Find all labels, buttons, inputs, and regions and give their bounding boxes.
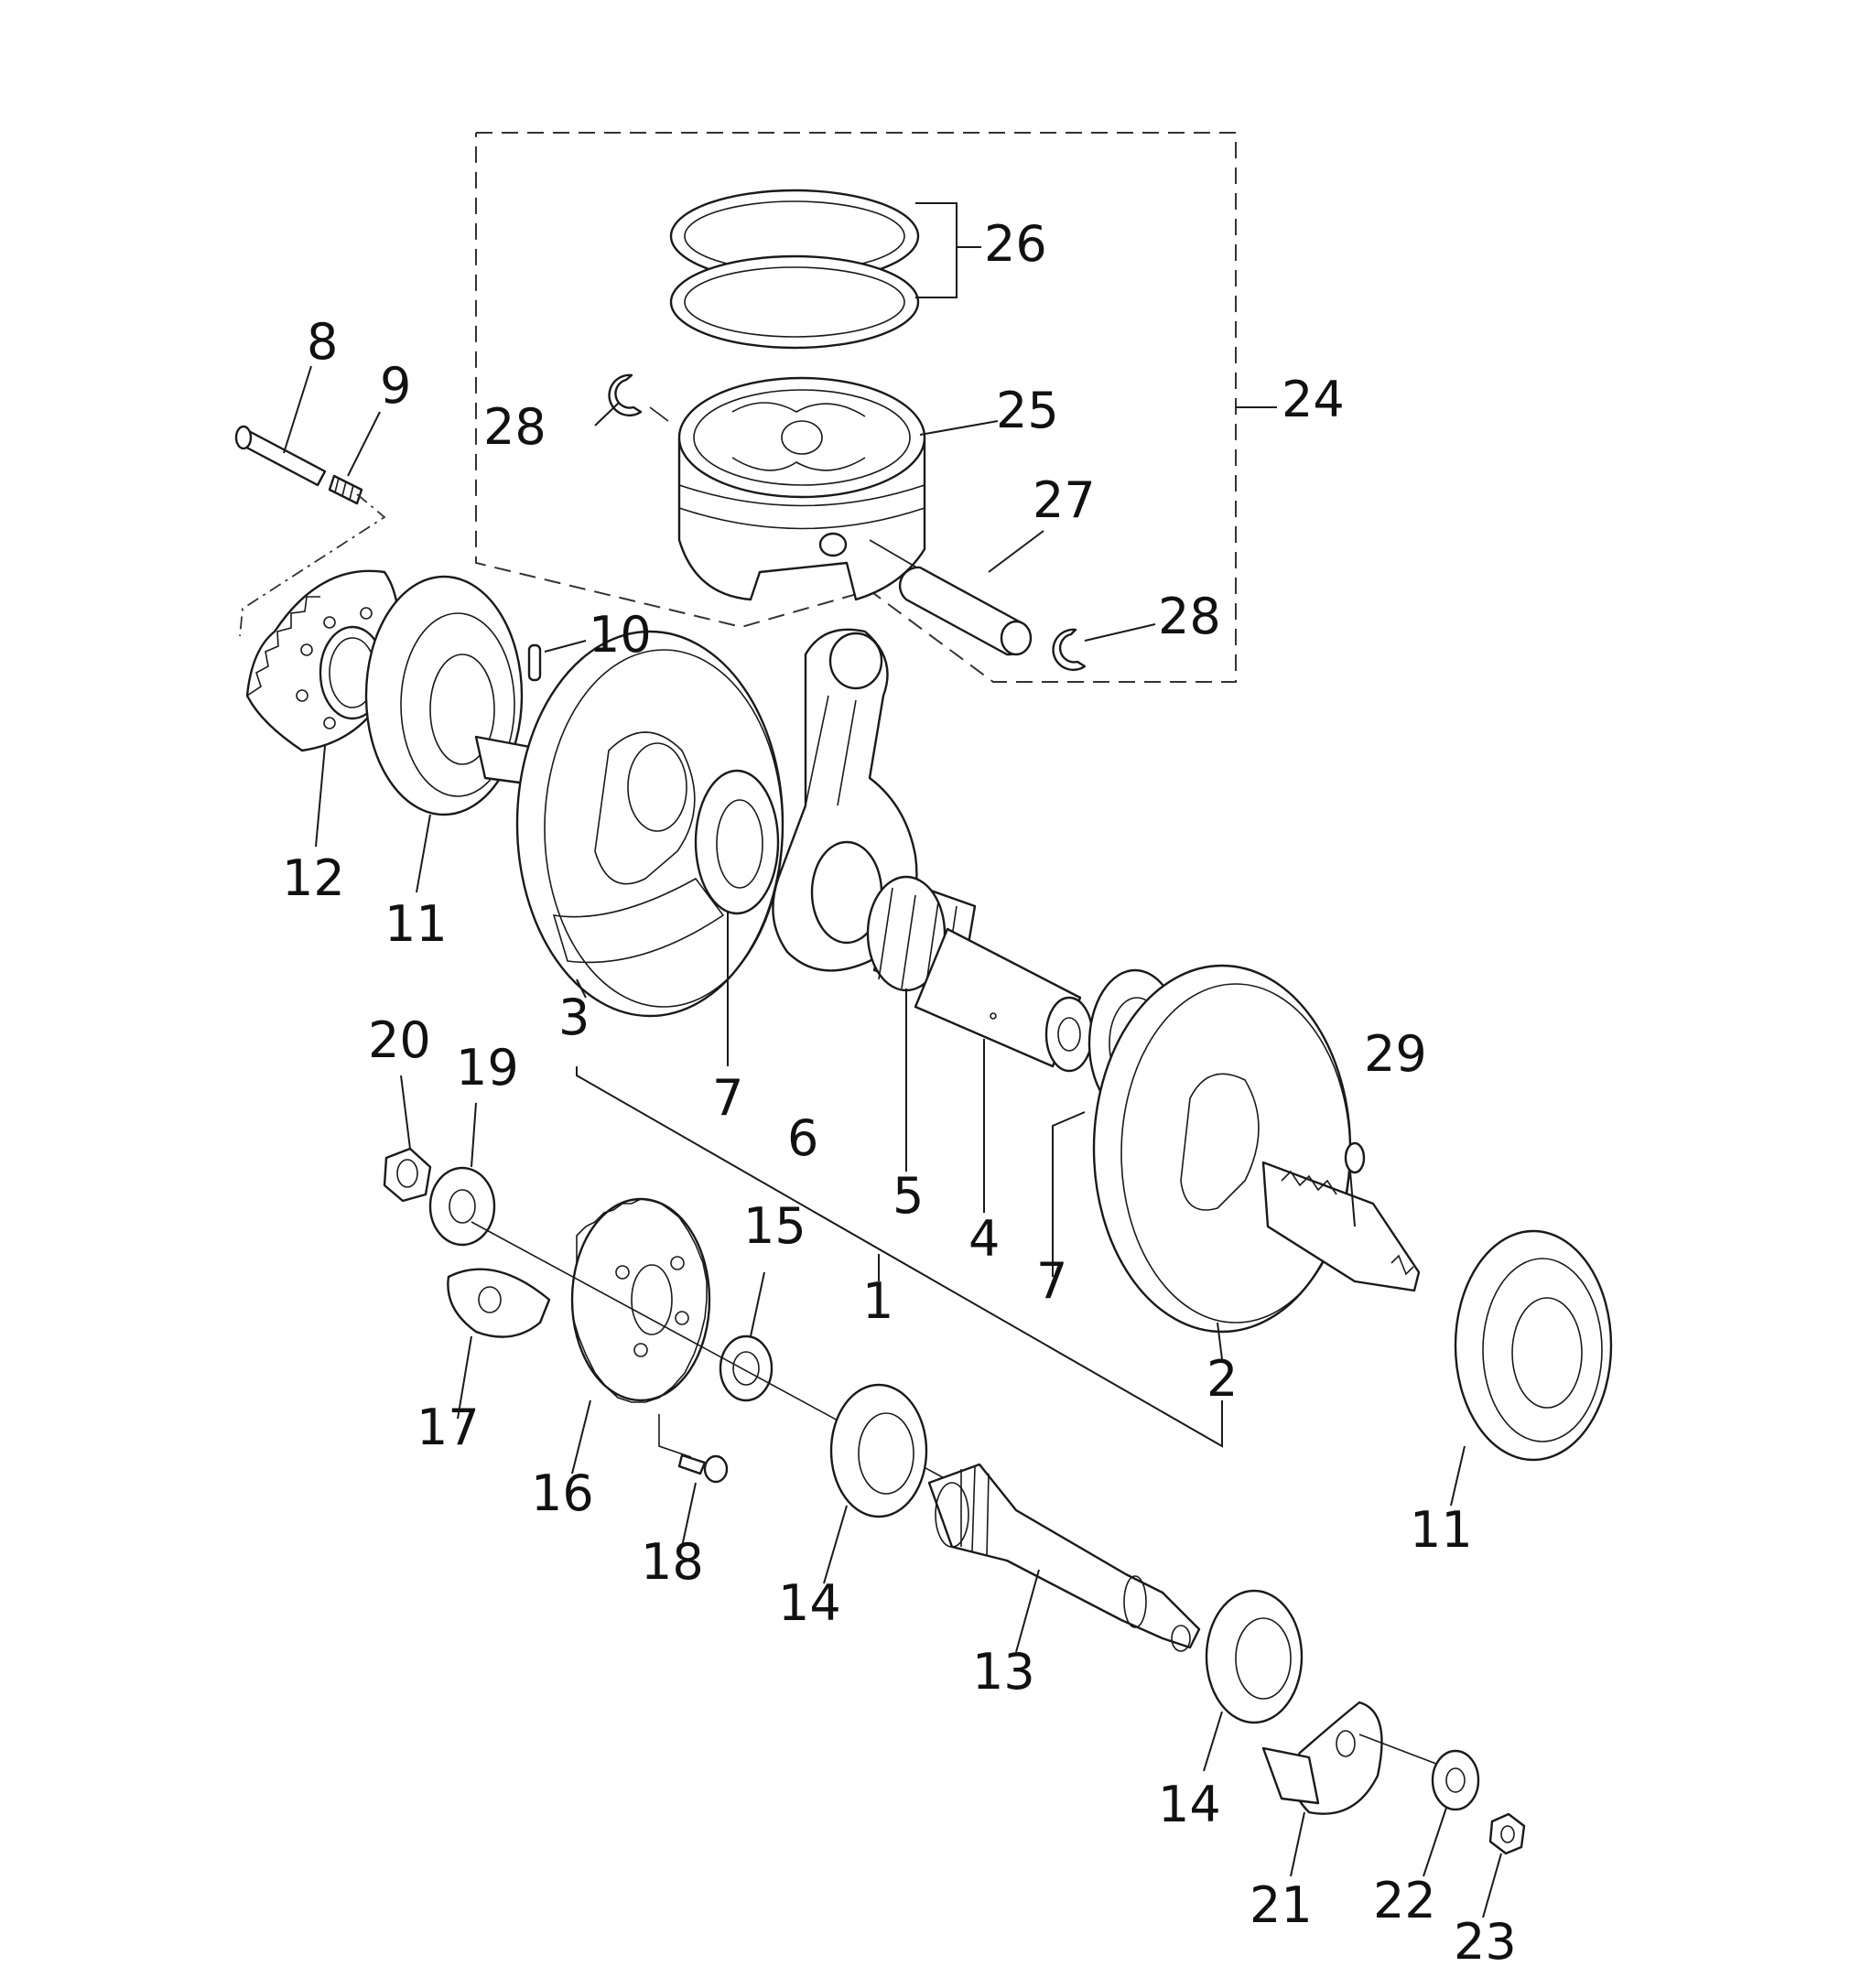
nut-20 [383, 1075, 432, 1203]
callout-8: 8 [307, 313, 338, 371]
key-29 [1344, 1141, 1366, 1227]
balancer-weight-17 [447, 1268, 551, 1420]
callout-11-right: 11 [1410, 1501, 1473, 1559]
callout-17: 17 [417, 1399, 480, 1456]
callout-28-right: 28 [1158, 588, 1221, 645]
callout-12: 12 [282, 849, 345, 907]
callout-26: 26 [984, 215, 1047, 273]
spacer-15 [719, 1271, 774, 1402]
callout-3: 3 [558, 989, 590, 1046]
callout-18: 18 [641, 1533, 704, 1591]
crankshaft-assembly-bracket [576, 1066, 1223, 1448]
washer-7-left [694, 769, 780, 1066]
callout-29: 29 [1364, 1025, 1427, 1083]
callout-11-left: 11 [384, 895, 448, 953]
callout-16: 16 [531, 1464, 594, 1522]
bolt-18 [658, 1414, 729, 1548]
callout-7-left: 7 [712, 1069, 743, 1127]
piston-rings [669, 189, 981, 350]
callout-7-right: 7 [1036, 1252, 1067, 1310]
piston [677, 376, 999, 601]
crank-half-2 [1092, 964, 1421, 1360]
callout-1: 1 [862, 1272, 893, 1330]
callout-15: 15 [743, 1197, 806, 1255]
callout-27: 27 [1033, 471, 1096, 529]
callout-4: 4 [968, 1210, 1000, 1268]
callout-13: 13 [972, 1643, 1035, 1701]
gear-16 [570, 1197, 711, 1475]
callout-6: 6 [787, 1109, 818, 1167]
callout-20: 20 [368, 1011, 431, 1069]
circlip-right [1052, 623, 1156, 671]
callout-labels: 8 9 26 24 28 25 27 28 10 12 11 3 20 19 7… [282, 215, 1517, 1971]
callout-21: 21 [1250, 1876, 1313, 1934]
callout-28-left: 28 [483, 398, 546, 456]
piston-pin [869, 530, 1044, 656]
callout-25: 25 [996, 382, 1059, 439]
circlip-left [594, 373, 669, 427]
callout-19: 19 [456, 1039, 519, 1097]
washer-19 [428, 1102, 496, 1247]
callout-14-right: 14 [1158, 1776, 1221, 1833]
callout-10: 10 [589, 606, 652, 664]
pin-10 [527, 640, 587, 682]
washer-22 [1423, 1749, 1480, 1877]
bearing-11-left [364, 575, 524, 893]
callout-24: 24 [1282, 371, 1345, 428]
nut-23 [1482, 1812, 1526, 1918]
callout-22: 22 [1373, 1872, 1436, 1929]
callout-14-left: 14 [778, 1574, 841, 1632]
bearing-14-right [1203, 1589, 1304, 1772]
callout-23: 23 [1454, 1913, 1517, 1971]
connecting-rod [772, 628, 918, 972]
bolt-8 [234, 365, 327, 487]
callout-9: 9 [380, 357, 411, 415]
balancer-weight-21 [1261, 1701, 1383, 1877]
bearing-14-left [823, 1383, 928, 1584]
callout-2: 2 [1206, 1350, 1238, 1408]
bearing-11-right [1450, 1229, 1613, 1507]
spring-9 [328, 411, 381, 505]
piston-kit-boundary [475, 132, 1277, 683]
crank-pin-4 [914, 927, 1094, 1213]
callout-5: 5 [893, 1167, 924, 1225]
crank-half-3 [474, 630, 784, 1018]
balancer-shaft-13 [927, 1463, 1201, 1653]
